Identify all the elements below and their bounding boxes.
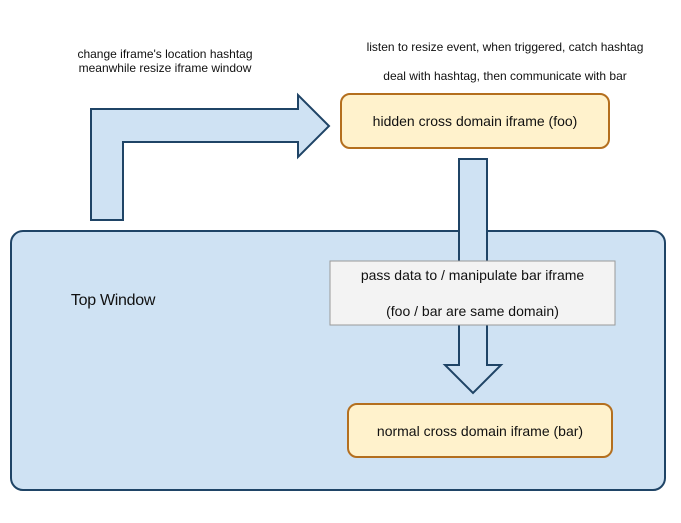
bar-iframe-box [347,403,613,458]
annotation-left: change iframe's location hashtag meanwhi… [40,47,290,75]
annotation-right-line1: listen to resize event, when triggered, … [366,40,644,54]
bar-iframe-label: normal cross domain iframe (bar) [376,423,584,439]
pass-data-line2: (foo / bar are same domain) [386,303,559,319]
annotation-left-line2: meanwhile resize iframe window [78,61,252,75]
annotation-right-line2: deal with hashtag, then communicate with… [383,69,627,83]
foo-iframe-label: hidden cross domain iframe (foo) [372,113,578,129]
foo-iframe-box [340,93,610,149]
pass-data-box [329,260,616,326]
top-window-label: Top Window [70,292,156,309]
pass-data-line1: pass data to / manipulate bar iframe [360,267,585,283]
annotation-left-line1: change iframe's location hashtag [77,47,253,61]
bent-arrow-icon [90,92,331,221]
